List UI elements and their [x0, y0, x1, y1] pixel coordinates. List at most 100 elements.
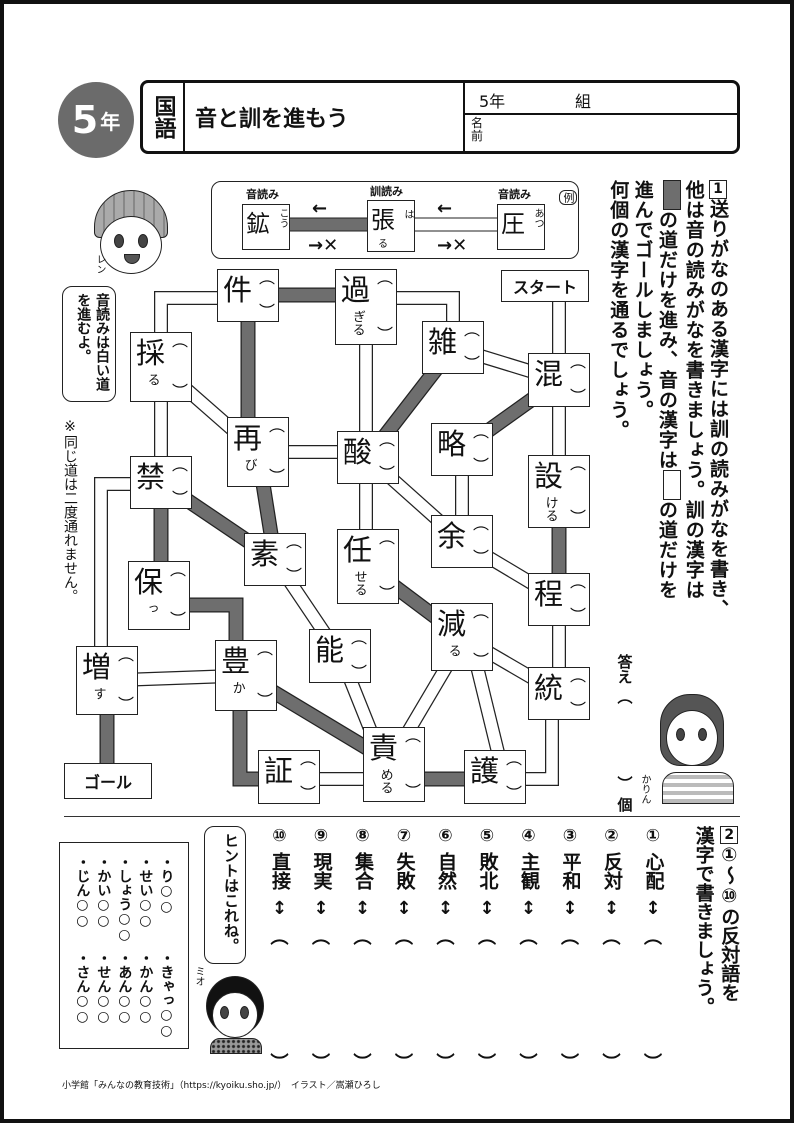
reading-input[interactable] — [256, 655, 274, 698]
reading-input[interactable] — [299, 765, 317, 791]
answer-paren-open[interactable]: ︵ — [312, 927, 330, 948]
example-kanji: 鉱 — [246, 210, 270, 238]
reading-input[interactable] — [378, 446, 396, 471]
grade-suffix: 年 — [100, 109, 121, 134]
reading-input[interactable] — [569, 588, 587, 613]
answer-paren-open[interactable]: ︵ — [519, 927, 538, 948]
reading-input[interactable] — [350, 644, 368, 670]
example-box: 音読み 訓読み 音読み 例 鉱 こう 張 は る 圧 あつ ← ← →✕ →✕ — [211, 181, 579, 259]
reading-input[interactable] — [569, 470, 587, 515]
reading-input[interactable] — [472, 618, 490, 658]
answer-paren-open[interactable]: ︵ — [478, 927, 496, 948]
node-kanji: 混 — [534, 357, 564, 391]
answer-paren-open[interactable]: ︵ — [561, 927, 579, 948]
answer-paren-open[interactable]: ︵ — [644, 927, 662, 948]
opposite-arrow-icon: ↕ — [479, 898, 495, 919]
reading-input[interactable] — [169, 576, 187, 617]
maze-node-san[interactable]: 酸︵︶ — [337, 431, 399, 484]
reading-input[interactable] — [117, 661, 135, 702]
answer-paren-open[interactable]: ︵ — [602, 927, 621, 948]
reading-paren-close: ︶ — [169, 610, 186, 629]
opposite-arrow-icon: ↕ — [271, 898, 288, 919]
reading-input[interactable] — [258, 284, 276, 309]
answer-paren-close: ︶ — [395, 1053, 413, 1074]
maze-node-zatsu[interactable]: 雑︵︶ — [422, 321, 484, 374]
reading-paren-open: ︵ — [171, 331, 188, 350]
reading-input[interactable] — [171, 347, 189, 389]
example-label-on-1: 音読み — [246, 188, 279, 201]
class-field[interactable]: 5年 組 — [465, 83, 739, 115]
reading-input[interactable] — [171, 471, 189, 496]
reading-input[interactable] — [472, 530, 490, 555]
node-kanji: 略 — [437, 427, 467, 461]
question-number: ③ — [562, 826, 578, 846]
maze-node-futata[interactable]: 再︵︶び — [227, 417, 289, 487]
node-okurigana: める — [377, 768, 393, 794]
maze-node-maka[interactable]: 任︵︶せる — [337, 529, 399, 604]
node-kanji: 雑 — [428, 325, 458, 359]
answer-paren-close: ︶ — [478, 1053, 496, 1074]
question-word: 失敗 — [393, 852, 416, 890]
reading-input[interactable] — [505, 765, 523, 791]
reading-paren-open: ︵ — [569, 454, 586, 473]
instruction-line: 漢字で書きましょう。 — [692, 826, 715, 1016]
reading-input[interactable] — [569, 682, 587, 707]
maze-node-he[interactable]: 減︵︶る — [431, 603, 493, 671]
answer-paren-open[interactable]: ︵ — [353, 927, 372, 948]
section2-number: 2 — [720, 826, 739, 844]
maze-node-tamo[interactable]: 保︵︶っ — [128, 561, 190, 630]
answer-paren-open[interactable]: ︵ — [436, 927, 455, 948]
reading-input[interactable] — [404, 742, 422, 789]
instruction-line: 他は音の読みがなを書きましょう。訓の漢字は — [682, 180, 705, 600]
answer-paren-open[interactable]: ︵ — [395, 927, 413, 948]
maze-node-ka[interactable]: 過︵︶ぎる — [335, 269, 397, 345]
node-okurigana: っ — [142, 602, 158, 615]
reading-paren-close: ︶ — [472, 548, 489, 567]
reading-paren-close: ︶ — [472, 456, 489, 475]
opposite-arrow-icon: ↕ — [354, 898, 371, 919]
instruction-line: の道だけを進み、音の漢字は — [655, 210, 678, 470]
maze-node-ryaku[interactable]: 略︵︶ — [431, 423, 493, 476]
node-okurigana: ぎる — [349, 310, 365, 336]
maze-node-sai[interactable]: 採︵︶る — [130, 332, 192, 402]
maze-node-shou[interactable]: 証︵︶ — [258, 750, 320, 804]
answer-paren-open[interactable]: ︵ — [270, 927, 289, 948]
question-number: ⑧ — [355, 826, 370, 846]
maze-node-kin[interactable]: 禁︵︶ — [130, 456, 192, 509]
reading-paren-open: ︵ — [171, 455, 188, 474]
maze-node-so[interactable]: 素︵︶ — [244, 533, 306, 586]
maze-node-se[interactable]: 責︵︶める — [363, 727, 425, 802]
maze-node-yuta[interactable]: 豊︵︶か — [215, 640, 277, 711]
question-word: 主観 — [517, 852, 540, 890]
maze-node-kon[interactable]: 混︵︶ — [528, 353, 590, 407]
reading-input[interactable] — [268, 432, 286, 474]
node-kanji: 素 — [250, 537, 280, 571]
maze-node-tei[interactable]: 程︵︶ — [528, 573, 590, 626]
maze-node-yo[interactable]: 余︵︶ — [431, 515, 493, 568]
maze-node-fu[interactable]: 増︵︶す — [76, 646, 138, 715]
node-kanji: 護 — [470, 754, 500, 788]
answer-open: ︵ — [617, 688, 633, 706]
reading-input[interactable] — [378, 544, 396, 591]
reading-input[interactable] — [569, 368, 587, 394]
reading-input[interactable] — [376, 284, 394, 332]
maze-node-tou[interactable]: 統︵︶ — [528, 667, 590, 720]
maze-node-mou[interactable]: 設︵︶ける — [528, 455, 590, 528]
node-kanji: 任 — [343, 533, 373, 567]
reading-input[interactable] — [463, 336, 481, 361]
reading-paren-close: ︶ — [378, 464, 395, 483]
maze-node-ken[interactable]: 件︵︶ — [217, 269, 279, 322]
maze-node-go[interactable]: 護︵︶ — [464, 750, 526, 804]
instruction-line: 何個の漢字を通るでしょう。 — [607, 180, 630, 440]
reading-paren-close: ︶ — [350, 663, 367, 682]
answer-field[interactable]: 答え ︵ ︶ 個 — [612, 654, 638, 815]
reading-input[interactable] — [285, 548, 303, 573]
maze-node-nou[interactable]: 能︵︶ — [309, 629, 371, 683]
reading-paren-open: ︵ — [463, 320, 480, 339]
node-kanji: 程 — [534, 577, 564, 611]
reading-input[interactable] — [472, 438, 490, 463]
answer-paren-close: ︶ — [270, 1053, 289, 1074]
reading-paren-close: ︶ — [256, 691, 273, 710]
